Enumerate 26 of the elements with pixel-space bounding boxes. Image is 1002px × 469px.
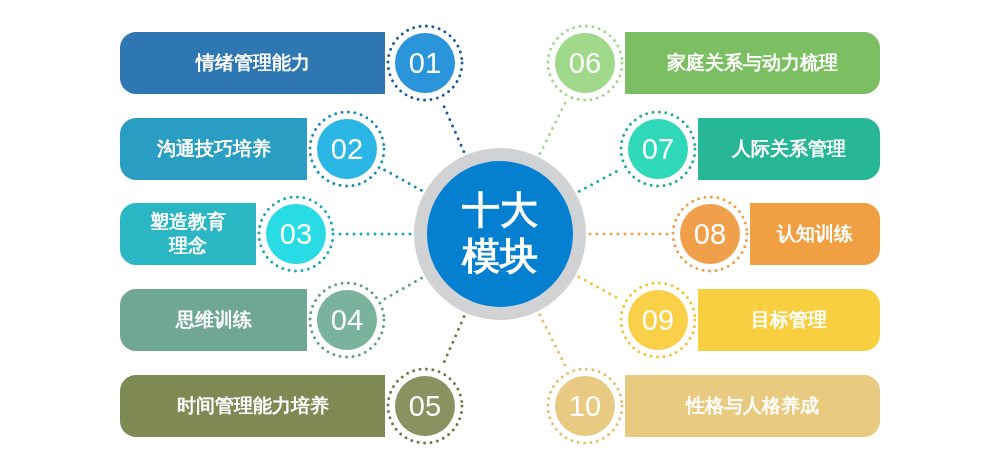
number-badge: 08 (670, 194, 750, 274)
dotted-connector (538, 99, 568, 155)
dotted-connector (588, 232, 670, 236)
central-hub-circle: 十大模块 (414, 148, 586, 320)
number-badge: 01 (385, 23, 465, 103)
number-badge: 04 (307, 280, 387, 360)
module-label-bar: 认知训练 (750, 203, 880, 265)
module-label-bar: 目标管理 (698, 289, 880, 351)
number-badge: 10 (545, 366, 625, 446)
module-label-bar: 家庭关系与动力梳理 (625, 32, 880, 94)
number-badge: 09 (618, 280, 698, 360)
number-badge: 07 (618, 109, 698, 189)
number-badge: 05 (385, 366, 465, 446)
module-label-bar: 情绪管理能力 (120, 32, 385, 94)
number-badge: 02 (307, 109, 387, 189)
dotted-connector (382, 167, 423, 192)
dotted-connector (382, 276, 424, 301)
number-badge: 03 (256, 194, 336, 274)
module-label-bar: 沟通技巧培养 (120, 118, 307, 180)
dotted-connector (336, 232, 412, 236)
number-badge: 06 (545, 23, 625, 103)
module-label-bar: 思维训练 (120, 289, 307, 351)
module-label-bar: 时间管理能力培养 (120, 375, 385, 437)
module-label-bar: 性格与人格养成 (625, 375, 880, 437)
module-label-bar: 塑造教育理念 (120, 203, 256, 265)
module-label-bar: 人际关系管理 (698, 118, 880, 180)
